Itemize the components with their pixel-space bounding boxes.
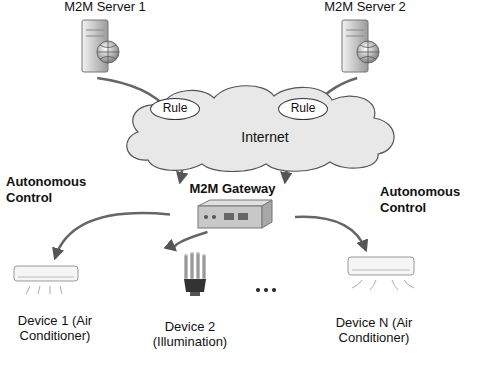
- air-conditioner-icon: [14, 266, 78, 294]
- cloud-region: InternetRuleRule: [118, 82, 402, 172]
- node-label: Device 1 (Air Conditioner): [3, 314, 107, 344]
- node-label: M2M Server 1: [64, 0, 146, 15]
- light-bulb-icon: [184, 254, 206, 296]
- ellipsis-dots: [256, 288, 276, 292]
- annotation-label: Autonomous Control: [6, 174, 96, 205]
- rule-ellipse: Rule: [278, 98, 328, 120]
- rule-ellipse: Rule: [150, 98, 200, 120]
- server-icon: [342, 20, 379, 72]
- cloud-shape: [118, 82, 402, 172]
- node-label: Rule: [163, 102, 188, 116]
- node-label: Device N (Air Conditioner): [321, 316, 427, 346]
- node-label: M2M Server 2: [324, 0, 406, 15]
- server-icon: [82, 20, 119, 72]
- curved-arrow: [295, 217, 366, 250]
- node-label: Rule: [291, 102, 316, 116]
- device-node: Device N (Air Conditioner): [316, 250, 432, 346]
- server-node: M2M Server 2: [300, 0, 430, 78]
- gateway-icon: [198, 200, 272, 228]
- curved-arrow: [55, 213, 170, 258]
- node-label: M2M Gateway: [190, 182, 276, 197]
- curved-arrow: [174, 232, 207, 250]
- air-conditioner-icon: [348, 257, 414, 290]
- device-node: Device 1 (Air Conditioner): [0, 258, 112, 344]
- region-name: Internet: [241, 129, 288, 145]
- gateway-node: M2M Gateway: [170, 182, 295, 232]
- device-node: Device 2 (Illumination): [128, 250, 252, 350]
- server-node: M2M Server 1: [40, 0, 170, 78]
- node-label: Device 2 (Illumination): [133, 320, 247, 350]
- annotation-label: Autonomous Control: [380, 184, 480, 215]
